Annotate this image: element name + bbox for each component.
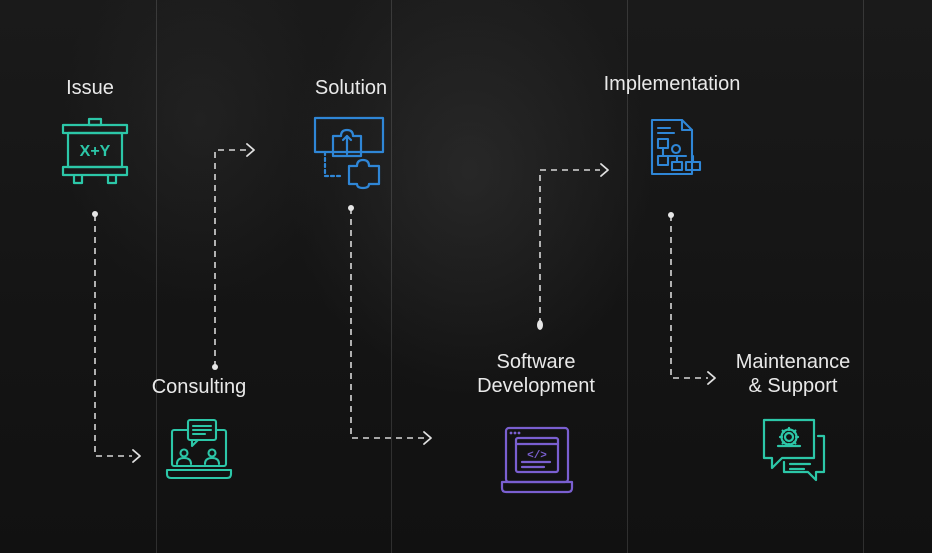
step-label-solution: Solution <box>314 77 388 99</box>
step-label-maintenance-support: Maintenance & Support <box>718 350 868 398</box>
whiteboard-formula-icon: X+Y <box>61 117 129 185</box>
chat-gear-icon <box>762 418 826 482</box>
connector-start-dot <box>348 205 354 211</box>
laptop-chat-users-icon <box>165 418 233 480</box>
connector-software-to-implementation <box>539 169 600 324</box>
connector-start-dot <box>537 320 543 330</box>
connector-start-dot <box>668 212 674 218</box>
arrowhead <box>423 431 432 445</box>
connector-consulting-to-solution <box>214 149 246 367</box>
arrowhead <box>707 371 716 385</box>
connector-solution-to-software <box>350 208 424 439</box>
label-line: Software <box>496 351 576 373</box>
puzzle-screen-icon <box>313 116 385 190</box>
code-glyph: </> <box>527 450 547 462</box>
column-divider <box>391 0 392 553</box>
label-line: & Support <box>748 375 838 397</box>
arrowhead <box>246 143 255 157</box>
label-line: Maintenance <box>735 351 851 373</box>
column-divider <box>156 0 157 553</box>
label-line: Development <box>477 375 595 397</box>
arrowhead <box>600 163 609 177</box>
connector-start-dot <box>92 211 98 217</box>
step-label-issue: Issue <box>66 77 114 99</box>
step-label-consulting: Consulting <box>151 376 247 398</box>
column-divider <box>863 0 864 553</box>
formula-text: X+Y <box>80 143 111 160</box>
connector-implementation-to-maintenance <box>670 215 708 379</box>
step-label-implementation: Implementation <box>603 73 741 95</box>
column-divider <box>627 0 628 553</box>
document-flowchart-icon <box>650 118 702 176</box>
connector-start-dot <box>212 364 218 370</box>
step-label-software-development: Software Development <box>456 350 616 398</box>
laptop-code-icon: </> <box>500 426 574 494</box>
arrowhead <box>132 449 141 463</box>
connector-issue-to-consulting <box>94 215 132 457</box>
